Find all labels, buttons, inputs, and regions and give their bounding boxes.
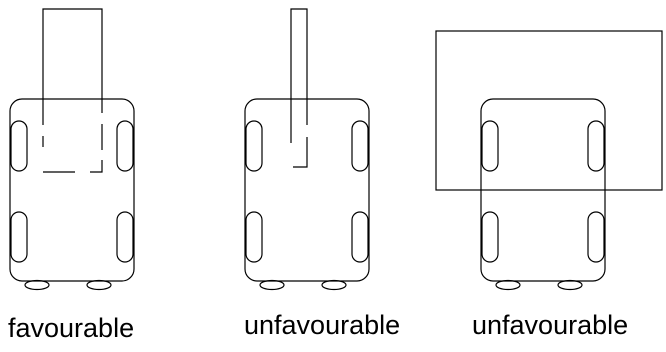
- robot-chassis: [9, 98, 135, 282]
- object-outline-visible: [290, 8, 308, 143]
- caster-left: [259, 279, 285, 291]
- wheel-rear-left: [245, 211, 263, 263]
- wheel-front-left: [10, 120, 28, 172]
- caster-right: [86, 279, 112, 291]
- wheel-front-right: [351, 120, 369, 172]
- robot-body-2: [244, 98, 370, 291]
- caption-favourable: favourable: [8, 313, 134, 343]
- caption-unfavourable-2: unfavourable: [472, 310, 628, 340]
- figure-unfavourable-narrow: unfavourable: [244, 8, 400, 340]
- caster-left: [24, 279, 50, 291]
- caption-unfavourable-1: unfavourable: [244, 310, 400, 340]
- wheel-rear-right: [587, 211, 605, 263]
- wheel-rear-right: [116, 211, 134, 263]
- object-hidden-edge: [293, 137, 308, 168]
- figure-favourable: favourable: [8, 8, 135, 343]
- object-1: [42, 8, 103, 173]
- object-outline: [435, 30, 663, 191]
- figure-unfavourable-wide: unfavourable: [435, 30, 663, 340]
- robot-chassis: [244, 98, 370, 282]
- wheel-front-right: [116, 120, 134, 172]
- wheel-rear-left: [10, 211, 28, 263]
- caster-right: [321, 279, 347, 291]
- object-2: [290, 8, 308, 168]
- wheel-front-right: [587, 120, 605, 172]
- wheel-front-left: [245, 120, 263, 172]
- wheel-rear-right: [351, 211, 369, 263]
- robot-body-1: [9, 98, 135, 291]
- object-outline-visible: [42, 8, 103, 125]
- robot-body-3: [480, 98, 606, 291]
- wheel-rear-left: [481, 211, 499, 263]
- object-hidden-edge: [90, 160, 103, 173]
- caster-right: [557, 279, 583, 291]
- wheel-front-left: [481, 120, 499, 172]
- object-3: [435, 30, 663, 191]
- caster-left: [495, 279, 521, 291]
